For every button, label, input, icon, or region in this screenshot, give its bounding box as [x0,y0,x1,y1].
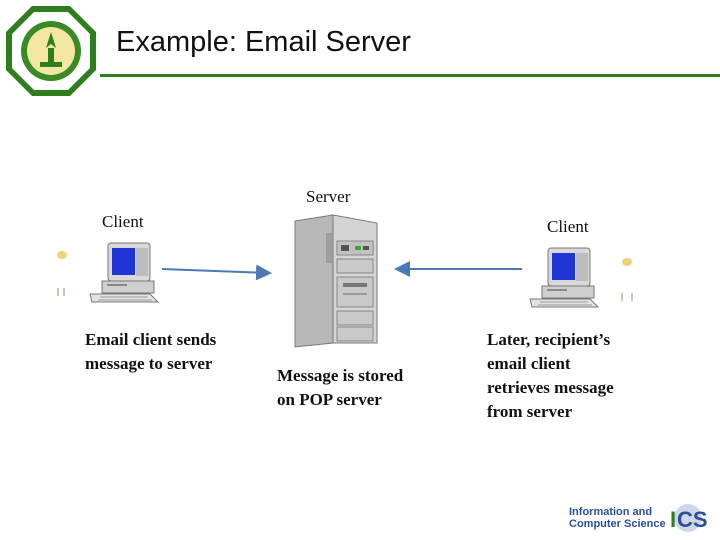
left-caption-line: message to server [85,354,213,373]
left-client-label: Client [102,212,144,231]
right-caption-line: retrieves message [487,378,614,397]
left-caption: Email client sends message to server [85,328,216,376]
server-label: Server [306,187,351,206]
middle-caption: Message is stored on POP server [277,364,403,412]
middle-caption-line: on POP server [277,390,382,409]
right-client-label: Client [547,217,589,236]
university-seal-logo [6,6,96,96]
ics-department-logo: I CS [566,500,716,536]
right-caption-line: Later, recipient’s [487,330,611,349]
slide-title: Example: Email Server [116,26,411,58]
right-caption-line: email client [487,354,571,373]
title-band [100,14,720,77]
right-caption: Later, recipient’s email client retrieve… [487,328,614,424]
server-tower-icon [294,214,378,348]
svg-text:I: I [670,507,676,532]
arrow-client-to-server [161,264,272,280]
slide-header: Example: Email Server [0,0,720,96]
ics-logo-line: Information and [569,506,653,518]
middle-caption-line: Message is stored [277,366,404,385]
right-caption-line: from server [487,402,573,421]
ics-logo-text: Information and Computer Science [569,506,666,530]
left-client-computer-icon [57,242,160,303]
ics-logo-line: Computer Science [569,518,666,530]
flow-arrows [161,261,522,280]
svg-text:CS: CS [677,507,708,532]
right-client-computer-icon [529,247,633,308]
left-caption-line: Email client sends [85,330,217,349]
